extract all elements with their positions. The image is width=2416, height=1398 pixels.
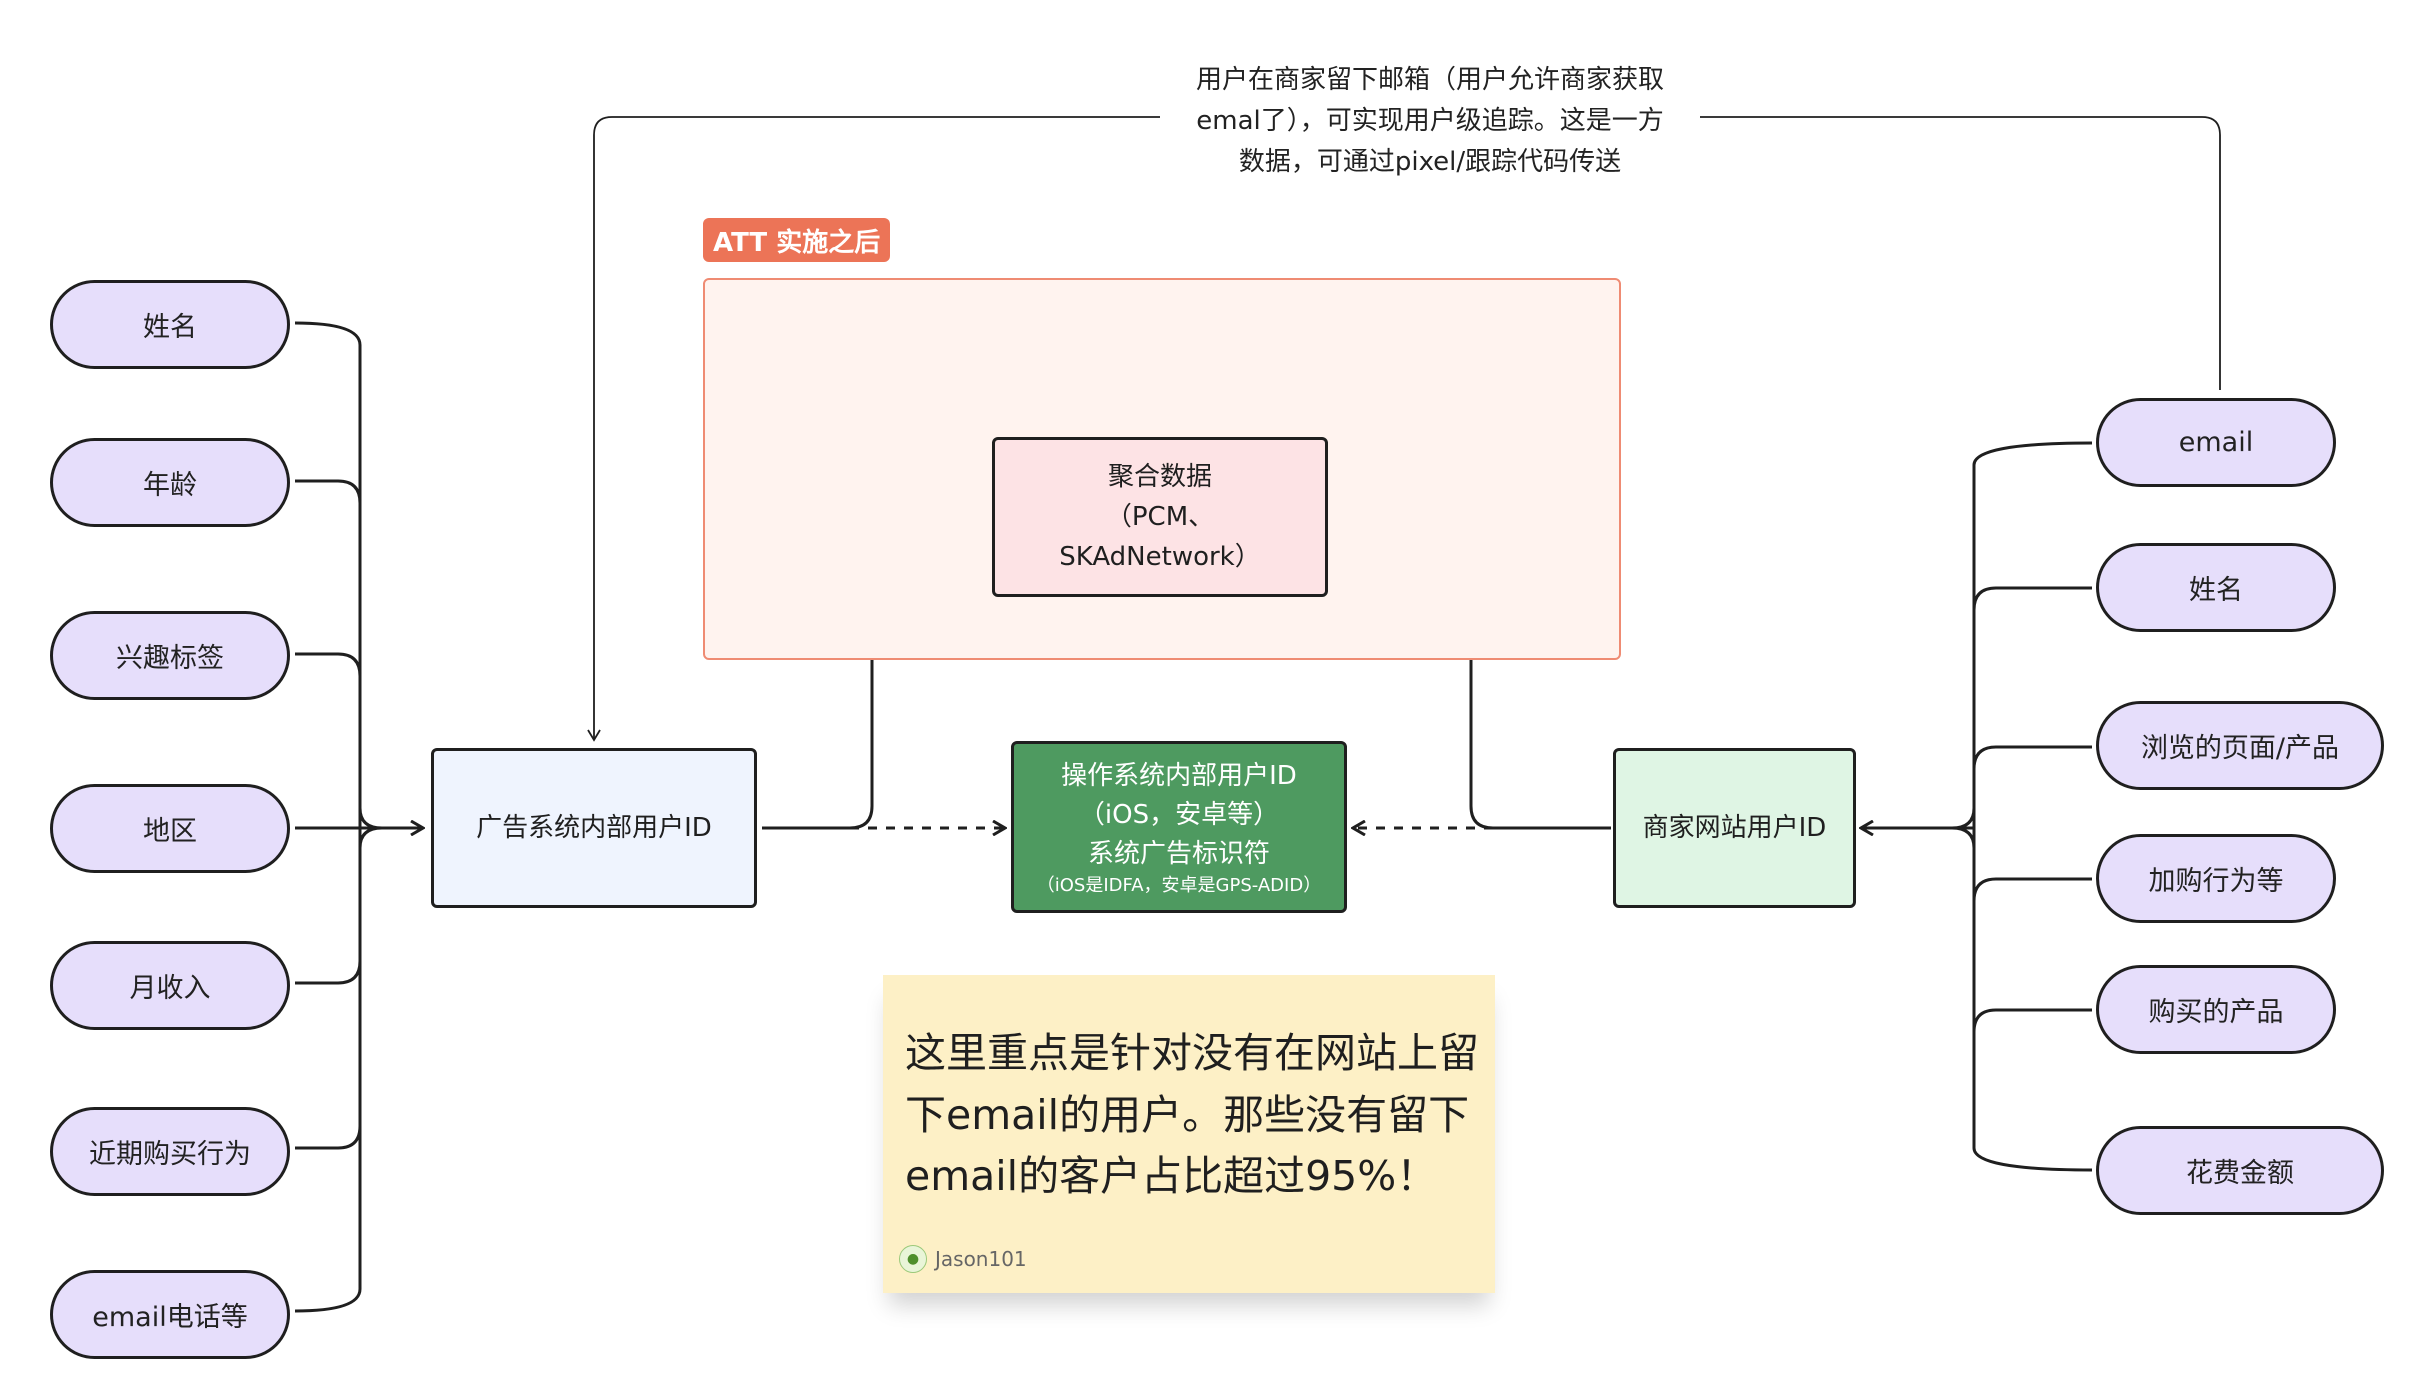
sticky-author: ● Jason101 [899, 1245, 1027, 1273]
left-attr-age[interactable]: 年龄 [50, 438, 290, 527]
ad-system-user-id-label: 广告系统内部用户ID [476, 812, 712, 843]
os-user-id-box[interactable]: 操作系统内部用户ID （iOS，安卓等） 系统广告标识符 （iOS是IDFA，安… [1011, 741, 1347, 913]
right-bracket [1862, 441, 2093, 1172]
user-avatar-icon: ● [899, 1245, 927, 1273]
sticky-author-name: Jason101 [935, 1247, 1027, 1271]
aggregate-line: 聚合数据 [1107, 461, 1212, 492]
sticky-note[interactable]: 这里重点是针对没有在网站上留下email的用户。那些没有留下email的客户占比… [883, 975, 1495, 1293]
left-attr-recent-purchase[interactable]: 近期购买行为 [50, 1107, 290, 1196]
pill-label: 花费金额 [2186, 1158, 2294, 1189]
merchant-user-id-box[interactable]: 商家网站用户ID [1613, 748, 1856, 908]
top-annotation-line: 数据，可通过pixel/跟踪代码传送 [1238, 147, 1622, 178]
left-attr-region[interactable]: 地区 [50, 784, 290, 873]
aggregate-data-box[interactable]: 聚合数据 （PCM、 SKAdNetwork） [992, 437, 1328, 597]
pill-label: 姓名 [143, 312, 197, 343]
ad-system-user-id-box[interactable]: 广告系统内部用户ID [431, 748, 757, 908]
right-attr-add-to-cart[interactable]: 加购行为等 [2096, 834, 2336, 923]
pill-label: 姓名 [2189, 575, 2243, 606]
pill-label: 兴趣标签 [116, 643, 224, 674]
right-attr-name[interactable]: 姓名 [2096, 543, 2336, 632]
os-id-line: （iOS，安卓等） [1078, 799, 1280, 830]
os-id-line: 操作系统内部用户ID [1061, 760, 1297, 791]
right-attr-viewed-pages[interactable]: 浏览的页面/产品 [2096, 701, 2384, 790]
pill-label: 浏览的页面/产品 [2140, 733, 2340, 764]
pill-label: 地区 [143, 816, 197, 847]
pill-label: 加购行为等 [2148, 866, 2284, 897]
os-id-line: 系统广告标识符 [1087, 838, 1270, 869]
right-attr-email[interactable]: email [2096, 398, 2336, 487]
pill-label: email电话等 [92, 1302, 248, 1333]
left-attr-name[interactable]: 姓名 [50, 280, 290, 369]
left-attr-interest-tags[interactable]: 兴趣标签 [50, 611, 290, 700]
aggregate-line: SKAdNetwork） [1059, 542, 1261, 573]
left-bracket [294, 321, 422, 1313]
pill-label: email [2178, 427, 2254, 458]
sticky-note-text: 这里重点是针对没有在网站上留下email的用户。那些没有留下email的客户占比… [905, 1029, 1479, 1200]
left-attr-monthly-income[interactable]: 月收入 [50, 941, 290, 1030]
merchant-user-id-label: 商家网站用户ID [1642, 812, 1827, 843]
top-annotation: 用户在商家留下邮箱（用户允许商家获取 emal了），可实现用户级追踪。这是一方 … [1160, 60, 1700, 184]
pill-label: 购买的产品 [2148, 997, 2284, 1028]
top-annotation-line: 用户在商家留下邮箱（用户允许商家获取 [1195, 65, 1664, 95]
att-label: ATT 实施之后 [703, 218, 891, 262]
top-annotation-line: emal了），可实现用户级追踪。这是一方 [1196, 106, 1664, 137]
os-id-footnote: （iOS是IDFA，安卓是GPS-ADID） [1036, 874, 1322, 896]
pill-label: 年龄 [143, 470, 197, 501]
aggregate-line: （PCM、 [1105, 501, 1215, 532]
pill-label: 近期购买行为 [89, 1139, 251, 1170]
left-attr-email-phone[interactable]: email电话等 [50, 1270, 290, 1359]
right-attr-spend-amount[interactable]: 花费金额 [2096, 1126, 2384, 1215]
right-attr-purchased-products[interactable]: 购买的产品 [2096, 965, 2336, 1054]
pill-label: 月收入 [129, 973, 211, 1004]
